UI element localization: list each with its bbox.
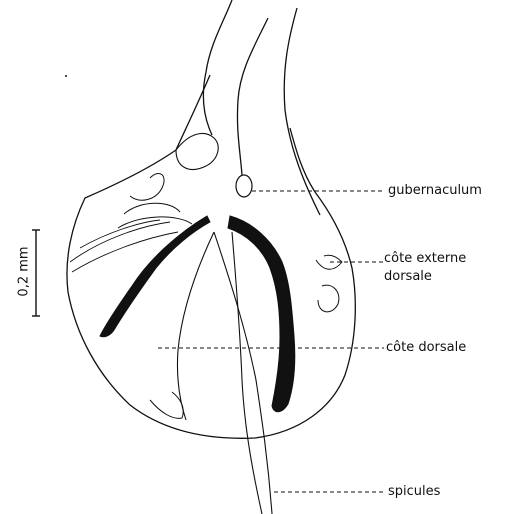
spicule-right (232, 232, 262, 514)
label-cote-externe-dorsale-line1: côte externe (384, 252, 466, 266)
spicule-left (177, 232, 272, 514)
label-cote-externe-dorsale-line2: dorsale (384, 270, 432, 284)
speck (65, 75, 67, 77)
label-cote-dorsale: côte dorsale (386, 341, 466, 355)
left-lateral-rays (70, 220, 178, 272)
body-mid-contour (237, 18, 268, 175)
label-spicules: spicules (388, 485, 440, 499)
left-lower-flap (150, 392, 183, 418)
body-right-contour (284, 8, 320, 215)
upper-left-flap (176, 134, 218, 170)
external-dorsal-rays (316, 255, 342, 312)
bursa-outline (67, 75, 355, 438)
upper-left-curl (118, 173, 192, 228)
label-gubernaculum: gubernaculum (388, 184, 482, 198)
body-left-contour (203, 0, 232, 135)
gubernaculum-structure (236, 175, 252, 197)
dorsal-ray-left-branch (100, 216, 210, 337)
scale-bar-label: 0,2 mm (17, 244, 32, 300)
